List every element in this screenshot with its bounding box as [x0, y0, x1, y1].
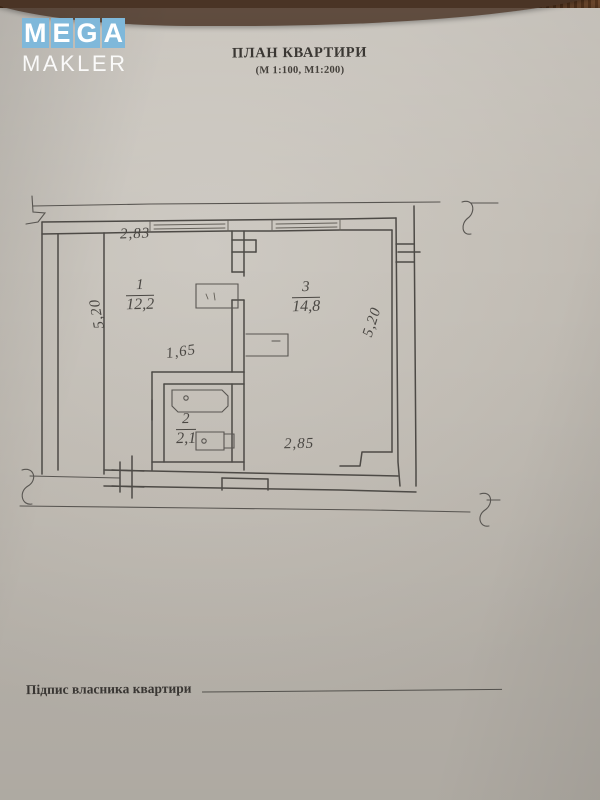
watermark-letter-g: G: [74, 18, 100, 48]
room-label-1: 1 12,2: [125, 277, 155, 314]
room-1-area: 12,2: [126, 295, 155, 313]
watermark-letter-e: E: [50, 18, 73, 48]
mega-makler-watermark: M E G A MAKLER: [22, 18, 127, 77]
watermark-mega: M E G A: [22, 18, 127, 48]
dimension-bottom-right: 2,85: [283, 435, 315, 453]
signature-label: Підпис власника квартири: [25, 680, 192, 698]
room-label-2: 2 2,1: [175, 411, 197, 448]
watermark-makler: MAKLER: [22, 51, 128, 76]
dimension-top-left: 2,83: [119, 225, 151, 243]
room-3-number: 3: [291, 279, 320, 298]
room-2-number: 2: [175, 411, 196, 430]
watermark-letter-a: A: [101, 18, 126, 48]
watermark-letter-m: M: [22, 18, 49, 48]
room-2-area: 2,1: [176, 429, 197, 447]
signature-line: [201, 688, 502, 693]
room-label-3: 3 14,8: [291, 279, 321, 316]
room-1-number: 1: [125, 277, 154, 296]
page-title: ПЛАН КВАРТИРИ: [232, 44, 368, 62]
room-3-area: 14,8: [292, 297, 321, 315]
